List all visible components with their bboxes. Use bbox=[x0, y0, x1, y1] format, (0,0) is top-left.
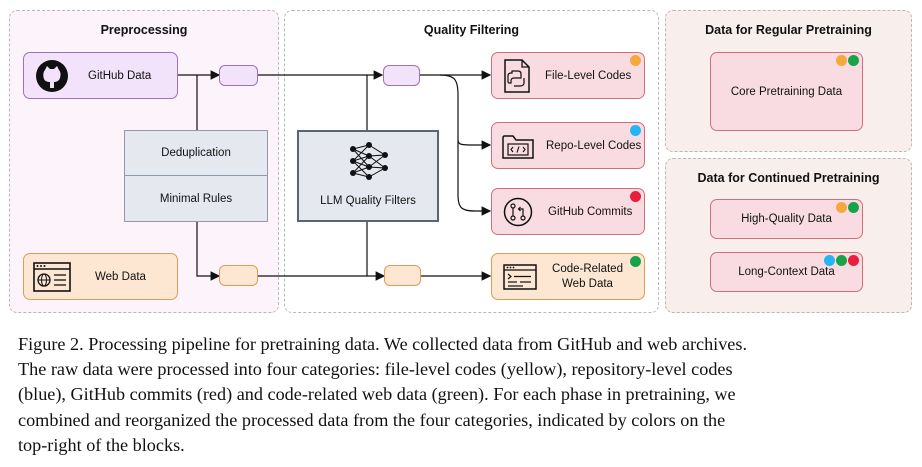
web-node-1 bbox=[219, 265, 258, 286]
github-commits-box: GitHub Commits bbox=[491, 188, 645, 235]
continued-pretraining-title: Data for Continued Pretraining bbox=[697, 171, 880, 185]
green-dot bbox=[630, 256, 641, 267]
caption-line-2: The raw data were processed into four ca… bbox=[18, 359, 733, 380]
caption-line-4: combined and reorganized the processed d… bbox=[18, 409, 726, 430]
github-icon bbox=[36, 59, 68, 92]
neural-network-icon bbox=[350, 142, 388, 180]
caption-line-5: top-right of the blocks. bbox=[18, 434, 185, 455]
regular-pretraining-title: Data for Regular Pretraining bbox=[705, 23, 872, 37]
deduplication-box: Deduplication bbox=[124, 130, 268, 176]
web-node-2 bbox=[384, 265, 421, 286]
minimal-rules-label: Minimal Rules bbox=[159, 192, 233, 205]
web-data-label: Web Data bbox=[95, 270, 146, 283]
figure-caption: Figure 2. Processing pipeline for pretra… bbox=[18, 332, 916, 458]
preprocessing-title: Preprocessing bbox=[100, 23, 188, 37]
core-pretraining-data-label: Core Pretraining Data bbox=[730, 85, 843, 98]
blue-dot bbox=[630, 125, 641, 136]
github-commits-label: GitHub Commits bbox=[548, 205, 633, 218]
github-data-label: GitHub Data bbox=[88, 69, 152, 82]
core-green-dot bbox=[848, 55, 859, 66]
github-node-2 bbox=[383, 65, 420, 86]
lc-red-dot bbox=[848, 255, 859, 266]
llm-quality-filters-label: LLM Quality Filters bbox=[320, 195, 416, 207]
web-data-box: Web Data bbox=[23, 253, 178, 300]
core-yellow-dot bbox=[836, 55, 847, 66]
github-node-1 bbox=[219, 65, 258, 86]
hq-green-dot bbox=[848, 202, 859, 213]
minimal-rules-box: Minimal Rules bbox=[124, 175, 268, 222]
web-browser-icon bbox=[33, 261, 71, 292]
long-context-data-label: Long-Context Data bbox=[738, 266, 835, 278]
hq-yellow-dot bbox=[836, 202, 847, 213]
file-level-codes-box: File-Level Codes bbox=[491, 52, 645, 99]
repo-level-codes-label: Repo-Level Codes bbox=[546, 139, 642, 152]
lc-blue-dot bbox=[824, 255, 835, 266]
code-related-web-data-label-1: Code-Related bbox=[552, 262, 623, 275]
red-dot bbox=[630, 191, 641, 202]
file-level-codes-label: File-Level Codes bbox=[545, 69, 632, 82]
code-folder-icon bbox=[502, 134, 534, 159]
python-file-icon bbox=[504, 58, 530, 93]
quality-filtering-title: Quality Filtering bbox=[423, 23, 520, 37]
code-related-web-data-label-2: Web Data bbox=[562, 277, 613, 290]
github-data-box: GitHub Data bbox=[23, 52, 178, 99]
caption-line-1: Figure 2. Processing pipeline for pretra… bbox=[18, 334, 748, 354]
deduplication-label: Deduplication bbox=[161, 147, 231, 159]
repo-level-codes-box: Repo-Level Codes bbox=[491, 122, 645, 169]
caption-line-3: (blue), GitHub commits (red) and code-re… bbox=[18, 384, 736, 405]
lc-green-dot bbox=[836, 255, 847, 266]
yellow-dot bbox=[630, 55, 641, 66]
high-quality-data-label: High-Quality Data bbox=[741, 213, 832, 225]
llm-quality-filters-box: LLM Quality Filters bbox=[297, 130, 439, 222]
code-window-icon bbox=[503, 263, 537, 290]
git-commit-icon bbox=[503, 197, 533, 226]
core-pretraining-data-box: Core Pretraining Data bbox=[710, 52, 863, 131]
code-related-web-data-box: Code-Related Web Data bbox=[491, 253, 645, 300]
